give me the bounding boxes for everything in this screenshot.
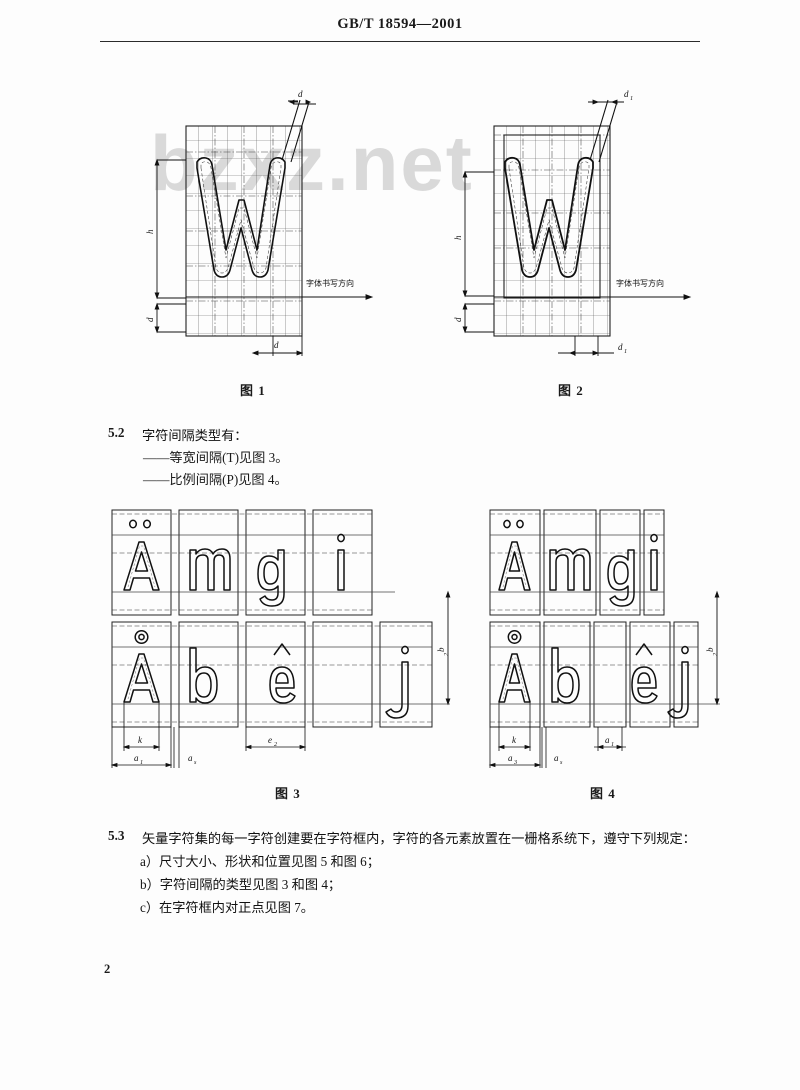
clause-5-3-item-1: b）字符间隔的类型见图 3 和图 4； [140, 877, 342, 892]
figure-3-label-k: k [138, 735, 143, 745]
figure-4-label-b2-sub: 2 [712, 653, 719, 656]
figure-4-label-k: k [512, 735, 517, 745]
figure-3-label-b2-sub: 2 [443, 653, 450, 656]
figure-1-direction-label: 字体书写方向 [306, 278, 354, 288]
clause-5-3-item-0: a）尺寸大小、形状和位置见图 5 和图 6； [140, 854, 380, 869]
standard-header: GB/T 18594—2001 [337, 16, 463, 32]
page-number: 2 [104, 962, 111, 976]
figure-4-label-as-sub: s [560, 759, 563, 766]
figure-3-caption: 图 3 [275, 786, 301, 801]
figure-1-caption: 图 1 [240, 383, 266, 398]
figure-4: b 2 k a 3 [480, 500, 730, 801]
figure-1-label-d-bottom: d [274, 340, 279, 350]
figure-3-label-e2-sub: 2 [274, 741, 277, 748]
figure-2-label-d1-bottom-sub: 1 [624, 348, 627, 355]
clause-5-2-text: 字符间隔类型有： [142, 428, 248, 443]
figure-2-direction-label: 字体书写方向 [616, 278, 664, 288]
header-rule [100, 41, 700, 42]
figure-2-label-d1-top: d [624, 89, 629, 99]
figure-1-label-d-top: d [298, 89, 303, 99]
figure-2-caption: 图 2 [558, 383, 584, 398]
figure-1-label-h: h [145, 229, 155, 234]
figure-4-label-a3: a [508, 753, 513, 763]
clause-5-3-number: 5.3 [108, 828, 125, 843]
figure-2-label-d1-top-sub: 1 [630, 95, 633, 102]
figure-1-label-d-left: d [145, 317, 155, 322]
figure-3-label-as-sub: s [194, 759, 197, 766]
figure-3-label-a1-sub: 1 [140, 759, 143, 766]
figure-4-label-a1: a [605, 735, 610, 745]
figure-4-label-b2: b [705, 647, 715, 652]
figure-3-label-a1: a [134, 753, 139, 763]
figure-2: d 1 h d [448, 88, 698, 398]
clause-5-2-number: 5.2 [108, 425, 125, 440]
clause-5-3-item-2: c）在字符框内对正点见图 7。 [140, 900, 314, 915]
figure-2-label-d-left: d [453, 317, 463, 322]
clause-5-2-item-0: ——等宽间隔(T)见图 3。 [143, 450, 289, 465]
figure-4-label-a1-sub: 1 [611, 741, 614, 748]
clause-5-3-text: 矢量字符集的每一字符创建要在字符框内，字符的各元素放置在一栅格系统下，遵守下列规… [142, 831, 696, 846]
figure-2-label-d1-bottom: d [618, 342, 623, 352]
figure-3-label-e2: e [268, 735, 272, 745]
figure-4-caption: 图 4 [590, 786, 616, 801]
figure-4-label-a3-sub: 3 [513, 759, 517, 766]
figure-2-label-h: h [453, 235, 463, 240]
figure-3-label-as: a [188, 753, 193, 763]
clause-5-2-item-1: ——比例间隔(P)见图 4。 [143, 472, 288, 487]
figure-3-label-b2: b [436, 647, 446, 652]
figure-1: d h d [140, 88, 380, 398]
figure-3: b 2 k a 1 [100, 500, 470, 801]
figure-4-label-as: a [554, 753, 559, 763]
